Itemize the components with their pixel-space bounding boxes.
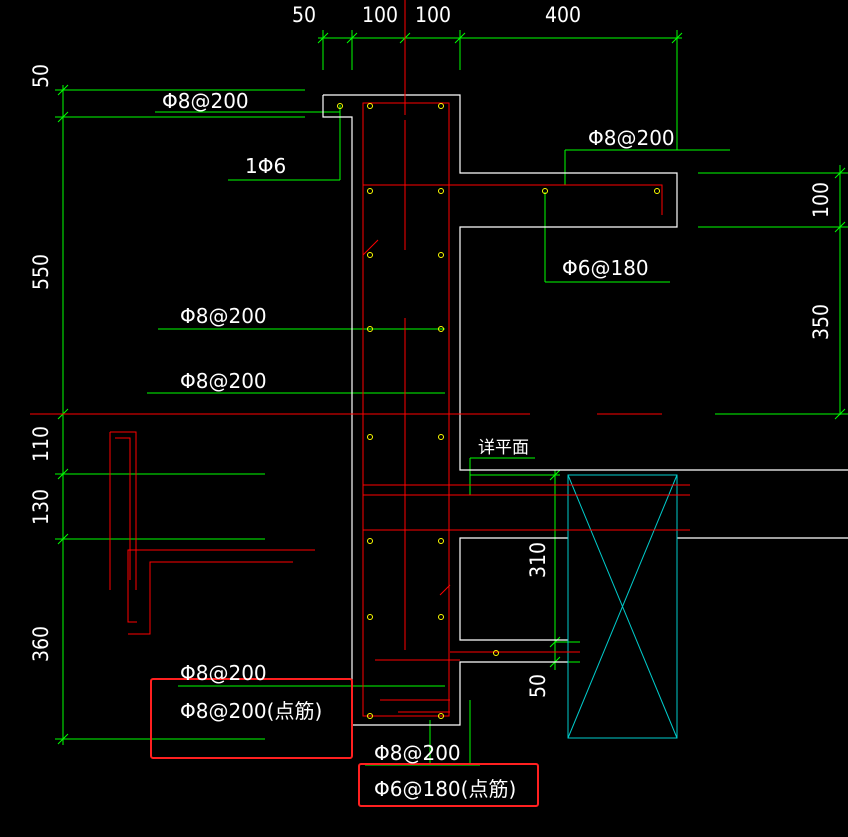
- label-phi6-180-right: Φ6@180: [562, 256, 649, 280]
- rebar-labels: Φ8@200 1Φ6 Φ8@200 Φ6@180 Φ8@200 Φ8@200 详…: [162, 89, 675, 801]
- label-phi8-200-right: Φ8@200: [588, 126, 675, 150]
- dim-left-110: 110: [29, 426, 53, 462]
- highlight-box-phi8-spot: [150, 678, 353, 759]
- label-phi8-200-mid2: Φ8@200: [180, 369, 267, 393]
- label-phi8-200-bottom: Φ8@200: [180, 661, 267, 685]
- label-1phi6: 1Φ6: [245, 154, 286, 178]
- rebar-dots: [337, 103, 660, 719]
- label-see-plan: 详平面: [478, 438, 529, 458]
- highlight-boxes: [150, 678, 539, 807]
- label-phi6-180-spot: Φ6@180(点筋): [374, 777, 516, 801]
- dim-right-350: 350: [809, 304, 833, 340]
- concrete-outline: [322, 94, 848, 726]
- dim-inner-310: 310: [526, 542, 550, 578]
- dim-left-130: 130: [29, 489, 53, 525]
- label-phi8-200-under: Φ8@200: [374, 741, 461, 765]
- label-phi8-200-mid1: Φ8@200: [180, 304, 267, 328]
- void-box: [567, 474, 678, 739]
- label-phi8-200-spot: Φ8@200(点筋): [180, 699, 322, 723]
- dim-inner-50: 50: [526, 674, 550, 698]
- dim-left-360: 360: [29, 626, 53, 662]
- dim-top-100-a: 100: [362, 3, 398, 27]
- highlight-box-phi6-spot: [358, 763, 539, 807]
- dim-top-400: 400: [545, 3, 581, 27]
- dim-left-50: 50: [29, 64, 53, 88]
- label-phi8-200-top: Φ8@200: [162, 89, 249, 113]
- rebar-lines: [30, 0, 690, 717]
- dim-left-550: 550: [29, 254, 53, 290]
- dim-top-50: 50: [292, 3, 316, 27]
- dimension-lines: [55, 30, 848, 766]
- dim-top-100-b: 100: [415, 3, 451, 27]
- dim-right-100: 100: [809, 182, 833, 218]
- dimension-text: 50 100 100 400 50 550 110 130 360 100 35…: [29, 3, 833, 698]
